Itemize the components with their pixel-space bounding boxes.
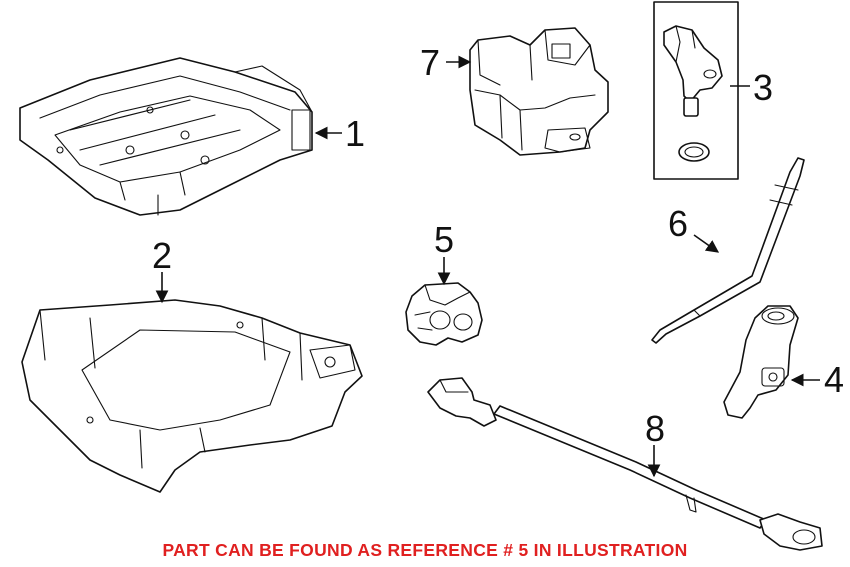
callout-5-label: 5 [434, 219, 454, 260]
part-8-knock-sensor-lead[interactable] [427, 377, 823, 551]
callout-7-label: 7 [420, 42, 440, 83]
part-5-crankshaft-sensor[interactable] [405, 282, 483, 346]
part-6-probe-rod[interactable] [651, 157, 805, 344]
part-7-sensor-module[interactable] [469, 27, 609, 156]
part-1-control-module[interactable] [19, 57, 313, 216]
part-3-frame [653, 1, 739, 180]
callout-8-label: 8 [645, 408, 665, 449]
part-2-mounting-bracket[interactable] [21, 299, 363, 493]
callout-2-label: 2 [152, 235, 172, 276]
callout-4-label: 4 [824, 359, 844, 400]
callout-1-label: 1 [345, 113, 365, 154]
callout-6-leader [693, 234, 720, 253]
part-3-position-sensor[interactable] [653, 1, 739, 180]
reference-notice: PART CAN BE FOUND AS REFERENCE # 5 IN IL… [162, 540, 688, 560]
callout-6-label: 6 [668, 203, 688, 244]
part-4-camshaft-sensor[interactable] [723, 305, 799, 419]
callout-3-label: 3 [753, 67, 773, 108]
